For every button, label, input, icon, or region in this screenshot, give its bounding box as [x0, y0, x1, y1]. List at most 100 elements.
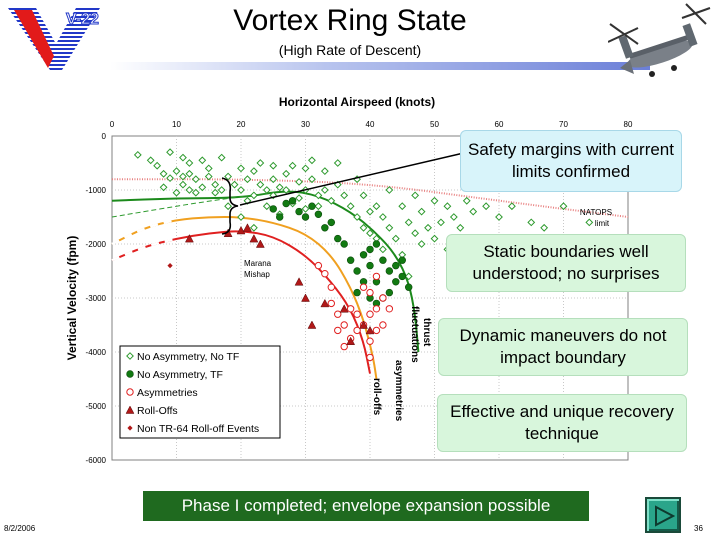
data-point [417, 207, 426, 216]
data-point [185, 169, 194, 178]
data-point [366, 310, 374, 318]
legend-label: No Asymmetry, No TF [137, 351, 239, 363]
data-point [430, 234, 439, 243]
data-point [327, 299, 335, 308]
y-tick-label: -1000 [86, 186, 107, 195]
data-point [359, 320, 368, 329]
data-point [340, 321, 348, 329]
data-point [365, 325, 375, 335]
data-point [540, 223, 549, 232]
callout-pointer-line [239, 151, 469, 206]
slide-subtitle: (High Rate of Descent) [278, 42, 422, 58]
data-point [379, 294, 387, 302]
data-point [469, 207, 478, 216]
phase-banner: Phase I completed; envelope expansion po… [143, 491, 589, 521]
data-point [320, 186, 329, 194]
data-point [301, 204, 310, 213]
data-point [366, 261, 374, 270]
data-point [314, 210, 323, 219]
natops-label-line2: limit [595, 219, 610, 228]
x-tick-label: 30 [301, 120, 310, 129]
data-point [301, 293, 310, 302]
data-point [249, 223, 258, 232]
data-point [437, 218, 445, 227]
data-point [243, 223, 252, 232]
data-point [404, 218, 413, 227]
data-point [224, 202, 233, 211]
data-point [262, 186, 271, 194]
data-point [495, 213, 503, 221]
rolloffs-label: roll-offs [371, 378, 382, 416]
data-point [224, 172, 233, 181]
data-point [307, 320, 317, 329]
data-point [198, 156, 207, 165]
x-tick-label: 20 [237, 120, 246, 129]
slide-number: 36 [694, 524, 703, 533]
data-point [353, 310, 361, 318]
data-point [398, 202, 407, 211]
data-point [340, 240, 348, 248]
data-point [179, 172, 187, 181]
data-point [276, 213, 284, 221]
data-point [346, 305, 355, 313]
data-point [295, 194, 303, 203]
data-point [559, 202, 568, 211]
data-point [255, 239, 265, 248]
data-point [359, 191, 368, 200]
data-point [385, 267, 394, 275]
data-point [417, 240, 426, 248]
data-point [243, 175, 252, 184]
data-point [372, 272, 381, 281]
data-point [334, 234, 342, 243]
data-point [346, 202, 355, 211]
callout-recovery-technique: Effective and unique recovery technique [437, 394, 687, 452]
legend-label: Asymmetries [137, 387, 198, 399]
data-point [191, 188, 200, 197]
marana-label-line1: Marana [244, 259, 272, 268]
x-tick-label: 80 [624, 120, 633, 129]
data-point [353, 326, 361, 335]
callout-dynamic-maneuvers: Dynamic maneuvers do not impact boundary [438, 318, 688, 376]
marana-label-line2: Mishap [244, 270, 270, 279]
data-point [217, 186, 226, 194]
legend-marker [126, 352, 134, 360]
x-tick-label: 70 [559, 120, 568, 129]
data-point [217, 153, 226, 162]
data-point [385, 288, 394, 297]
data-point [378, 245, 387, 254]
thrust-label-line1: thrust [421, 318, 432, 347]
data-point [198, 183, 207, 192]
y-axis-label: Vertical Velocity (fpm) [65, 236, 79, 361]
legend-marker [125, 405, 135, 414]
data-point [353, 267, 361, 275]
data-point [404, 272, 413, 281]
data-point [353, 288, 361, 297]
next-slide-button[interactable] [645, 497, 681, 533]
data-point [249, 191, 258, 200]
orange-boundary-line [111, 215, 378, 380]
y-tick-label: 0 [102, 132, 107, 141]
data-point [359, 251, 368, 259]
data-point [172, 188, 181, 197]
legend-marker [127, 425, 133, 431]
data-point [372, 202, 381, 211]
data-point [153, 161, 162, 170]
data-point [346, 256, 355, 264]
data-point [308, 156, 316, 165]
data-point [295, 177, 303, 186]
data-point [314, 202, 323, 211]
data-point [334, 310, 342, 318]
y-tick-label: -4000 [86, 348, 107, 357]
data-point [301, 164, 310, 173]
data-point [294, 277, 304, 286]
data-point [585, 218, 594, 227]
data-point [167, 263, 173, 269]
data-point [340, 342, 348, 351]
data-point [320, 298, 330, 308]
data-point [405, 283, 413, 291]
data-point [230, 180, 239, 189]
data-point [430, 196, 439, 205]
data-point [327, 196, 336, 205]
data-point [346, 336, 356, 345]
data-point [462, 196, 471, 205]
